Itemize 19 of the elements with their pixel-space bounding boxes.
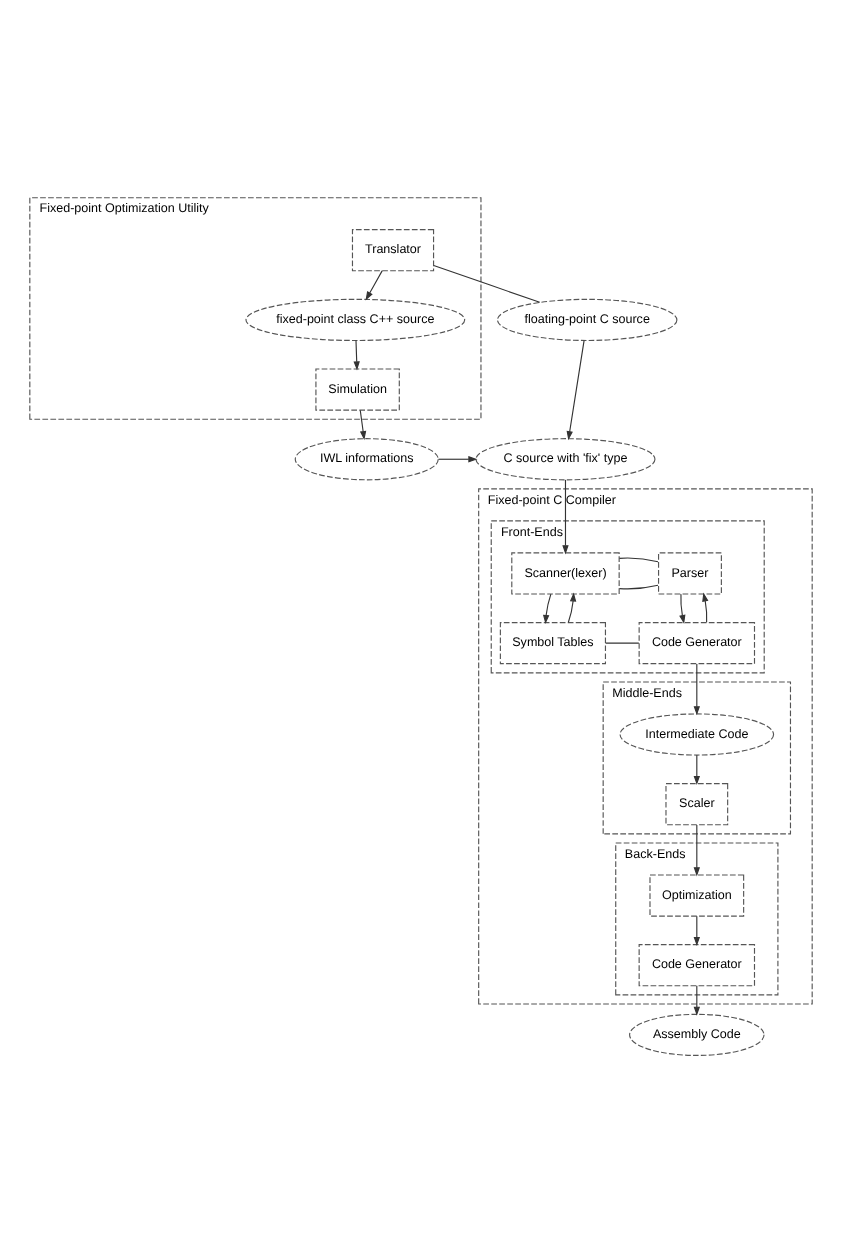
connector [618, 583, 659, 589]
arrow [438, 455, 478, 462]
arrow [693, 984, 701, 1015]
connector [605, 641, 640, 643]
arrow [365, 269, 383, 300]
arrow [693, 753, 701, 785]
arrow [679, 592, 686, 623]
arrow [693, 662, 701, 715]
arrow [353, 339, 360, 370]
arrow [566, 339, 585, 440]
arrow [693, 914, 701, 946]
arrow [702, 591, 709, 622]
arrow [562, 478, 569, 554]
arrow [567, 591, 577, 622]
arrow [693, 823, 701, 876]
arrow [542, 592, 552, 624]
connector [433, 263, 541, 302]
connector [618, 556, 659, 562]
arrow [359, 408, 367, 440]
